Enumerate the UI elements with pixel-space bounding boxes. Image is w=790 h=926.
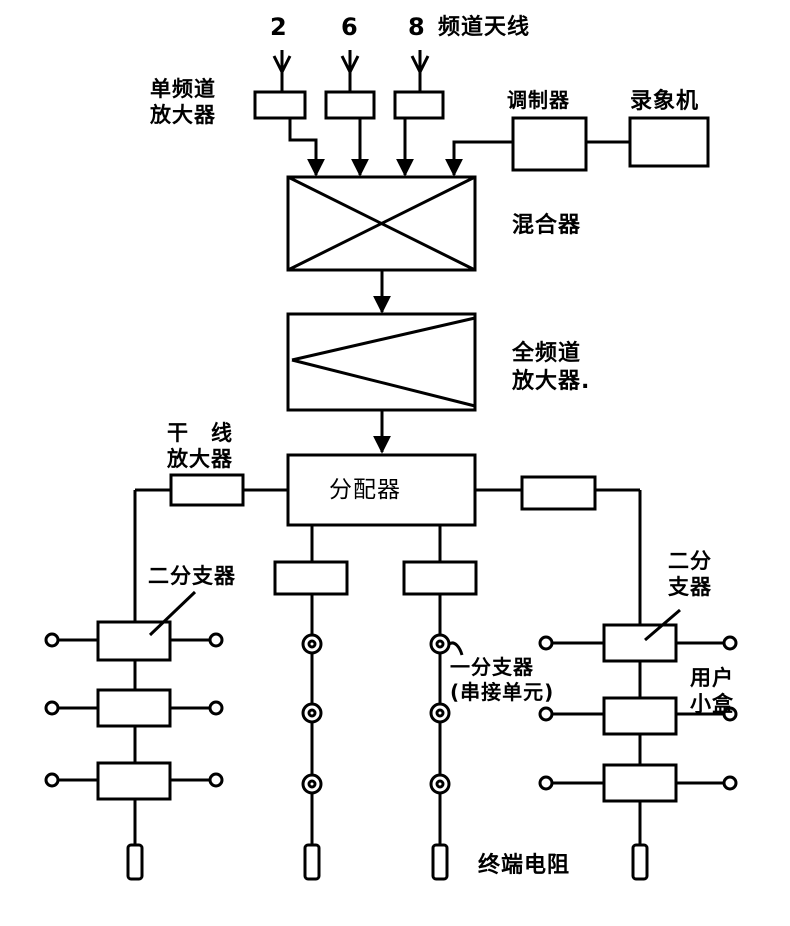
two-way-splitter	[538, 763, 738, 803]
terminator-resistor	[303, 843, 321, 881]
antenna-channel-6-icon	[340, 50, 360, 92]
signal-arrow	[288, 118, 325, 177]
antenna-channel-2-icon	[272, 50, 292, 92]
one-way-splitter	[301, 633, 451, 795]
antenna-channel-2-label: 2	[270, 13, 288, 41]
terminator-label: 终端电阻	[478, 853, 571, 878]
single-channel-amp-label: 单频道 放大器	[150, 77, 216, 128]
two-way-splitter	[538, 696, 738, 736]
recorder-label: 录象机	[630, 89, 700, 114]
trunk-amp-left-box	[169, 473, 245, 507]
two-way-splitter	[538, 623, 738, 663]
two-way-splitter	[44, 761, 224, 801]
two-way-splitter	[44, 620, 224, 662]
recorder-box	[628, 116, 710, 168]
modulator-label: 调制器	[507, 88, 570, 112]
terminator-resistor	[126, 843, 144, 881]
branch-amp-box	[402, 560, 478, 596]
one-way-splitter-label: 一分支器 (串接单元)	[450, 655, 555, 704]
two-way-splitter-left-label: 二分支器	[148, 564, 236, 588]
user-box-label: 用户 小盒	[690, 666, 734, 717]
channel-antenna-label: 频道天线	[438, 15, 531, 40]
two-way-splitter	[44, 688, 224, 728]
terminator-resistor	[631, 843, 649, 881]
trunk-amp-label: 干 线 放大器	[167, 421, 233, 472]
label-leader-line	[644, 608, 681, 642]
modulator-box	[511, 116, 588, 172]
single-channel-amp-box	[253, 90, 307, 120]
single-channel-amp-box	[393, 90, 445, 120]
trunk-amp-right-box	[520, 475, 597, 511]
branch-amp-box	[273, 560, 349, 596]
two-way-splitter-right-label: 二分 支器	[668, 549, 712, 600]
label-leader-line	[448, 641, 464, 656]
distributor-label: 分配器	[329, 477, 401, 503]
single-channel-amp-box	[324, 90, 376, 120]
terminator-resistor	[431, 843, 449, 881]
antenna-channel-8-icon	[410, 50, 430, 92]
modulator-to-mixer-arrow	[445, 140, 513, 177]
all-channel-amp-label: 全频道 放大器.	[512, 341, 591, 394]
antenna-channel-8-label: 8	[408, 13, 426, 41]
antenna-channel-6-label: 6	[341, 13, 359, 41]
label-leader-line	[148, 590, 197, 637]
all-channel-amp-box	[286, 312, 477, 412]
mixer-label: 混合器	[512, 213, 582, 238]
